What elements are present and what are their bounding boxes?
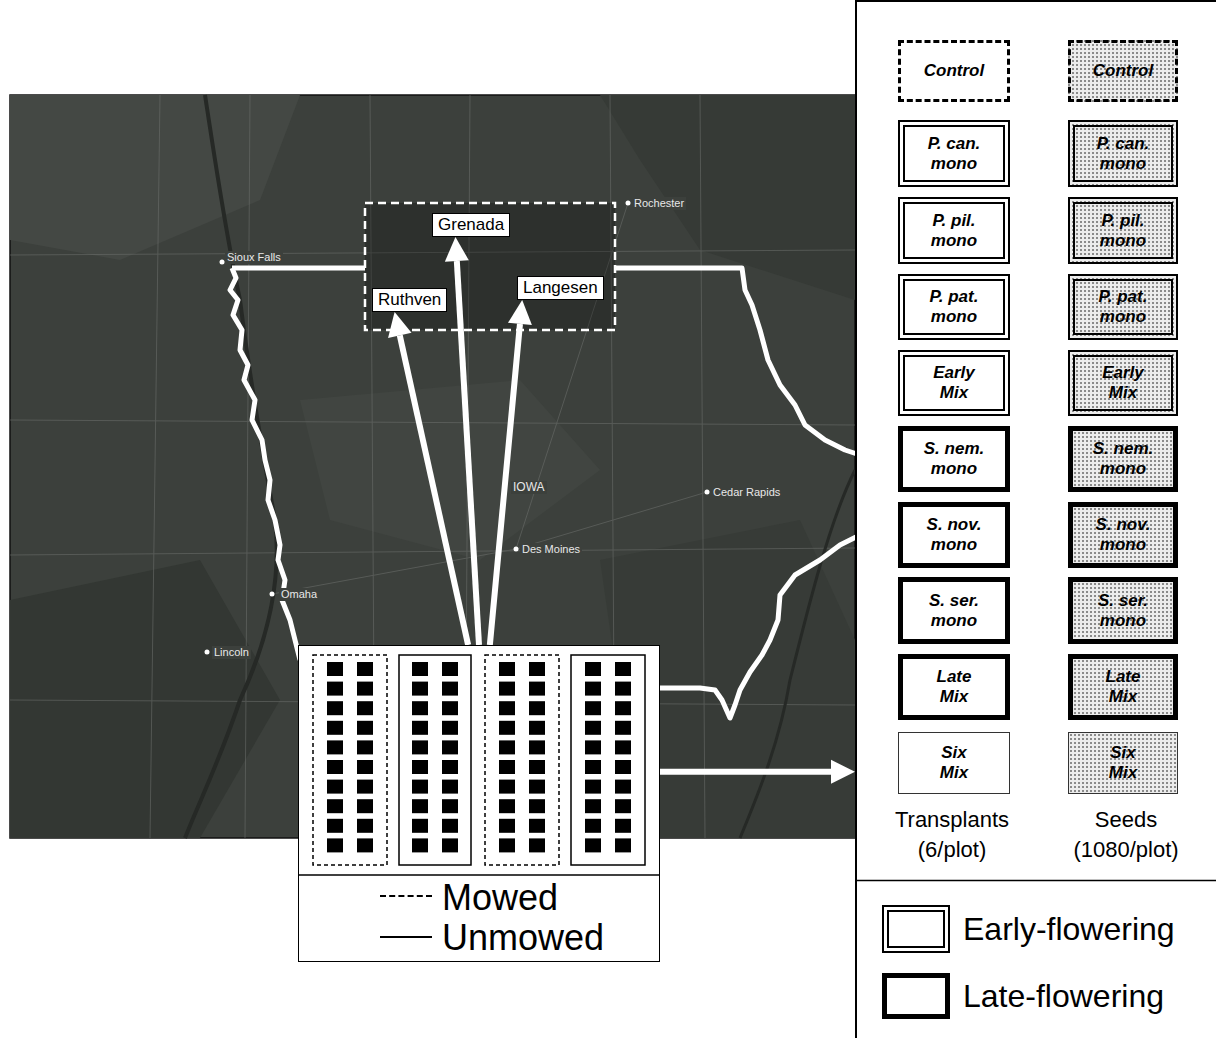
arrow-shaft [400, 335, 468, 645]
legend-sample-box [882, 973, 950, 1019]
city-label: Des Moines [520, 543, 582, 556]
treatment-name: Early Mix [922, 363, 986, 403]
arrow-head [508, 300, 532, 325]
seed-treatment-box: Control [1068, 40, 1178, 102]
treatment-panel: Transplants (6/plot) Seeds (1080/plot) Con… [855, 0, 1216, 1038]
transplant-treatment-box: P. pil. mono [898, 197, 1010, 264]
legend-text: Unmowed [442, 917, 604, 958]
seed-treatment-box: Six Mix [1068, 732, 1178, 794]
arrow-head [831, 760, 855, 784]
treatment-name: Control [924, 61, 984, 81]
legend-text: Mowed [442, 877, 558, 918]
legend-sample-box [882, 905, 950, 953]
site-label-box: Ruthven [372, 288, 447, 312]
treatment-name: P. can. mono [922, 134, 986, 174]
arrow-connector [388, 312, 468, 645]
legend-text: Late-flowering [963, 978, 1164, 1015]
treatment-name: S. nem. mono [922, 439, 986, 479]
arrow-shaft [457, 261, 479, 645]
treatment-name: S. nem. mono [1091, 439, 1155, 479]
column-heading: Seeds (1080/plot) [1061, 805, 1191, 865]
arrow-connector [445, 237, 479, 645]
treatment-name: Late Mix [922, 667, 986, 707]
transplant-treatment-box: P. pat. mono [898, 274, 1010, 340]
treatment-name: P. pat. mono [1091, 287, 1155, 327]
site-label-box: Grenada [432, 213, 510, 237]
treatment-name: Early Mix [1091, 363, 1155, 403]
seed-treatment-box: P. pat. mono [1068, 274, 1178, 340]
seed-treatment-box: P. pil. mono [1068, 197, 1178, 264]
treatment-name: S. ser. mono [1091, 591, 1155, 631]
transplant-treatment-box: S. nem. mono [898, 426, 1010, 492]
treatment-name: P. pil. mono [1091, 211, 1155, 251]
legend-sample-line [380, 936, 432, 938]
treatment-name: Late Mix [1091, 667, 1155, 707]
arrow-head [388, 312, 411, 338]
treatment-name: Six Mix [929, 743, 979, 783]
treatment-name: P. pil. mono [922, 211, 986, 251]
treatment-name: P. pat. mono [922, 287, 986, 327]
transplant-treatment-box: P. can. mono [898, 120, 1010, 187]
city-label: IOWA [511, 481, 547, 494]
city-label: Rochester [632, 197, 686, 210]
transplant-treatment-box: S. nov. mono [898, 502, 1010, 568]
seed-treatment-box: S. nem. mono [1068, 426, 1178, 492]
column-heading: Transplants (6/plot) [885, 805, 1019, 865]
transplant-treatment-box: Control [898, 40, 1010, 102]
panel-divider [857, 879, 1216, 882]
site-label-box: Langesen [517, 276, 604, 300]
city-label: Lincoln [212, 646, 251, 659]
city-label: Sioux Falls [225, 251, 283, 264]
seed-treatment-box: Late Mix [1068, 654, 1178, 720]
city-label: Omaha [279, 588, 319, 601]
site-name: Ruthven [378, 290, 441, 309]
treatment-name: S. nov. mono [922, 515, 986, 555]
treatment-name: S. ser. mono [922, 591, 986, 631]
treatment-name: S. nov. mono [1091, 515, 1155, 555]
seed-treatment-box: Early Mix [1068, 350, 1178, 416]
arrow-head [445, 237, 469, 262]
site-name: Grenada [438, 215, 504, 234]
arrow-connector [660, 760, 855, 784]
transplant-treatment-box: Early Mix [898, 350, 1010, 416]
seed-treatment-box: P. can. mono [1068, 120, 1178, 187]
legend-sample-line [380, 895, 432, 897]
transplant-treatment-box: Six Mix [898, 732, 1010, 794]
legend-text: Early-flowering [963, 911, 1175, 948]
treatment-name: Six Mix [1098, 743, 1148, 783]
city-label: Cedar Rapids [711, 486, 782, 499]
site-name: Langesen [523, 278, 598, 297]
arrow-connector [490, 300, 532, 645]
transplant-treatment-box: Late Mix [898, 654, 1010, 720]
transplant-treatment-box: S. ser. mono [898, 577, 1010, 644]
treatment-name: P. can. mono [1091, 134, 1155, 174]
treatment-name: Control [1093, 61, 1153, 81]
seed-treatment-box: S. ser. mono [1068, 577, 1178, 644]
arrow-shaft [660, 769, 831, 775]
seed-treatment-box: S. nov. mono [1068, 502, 1178, 568]
